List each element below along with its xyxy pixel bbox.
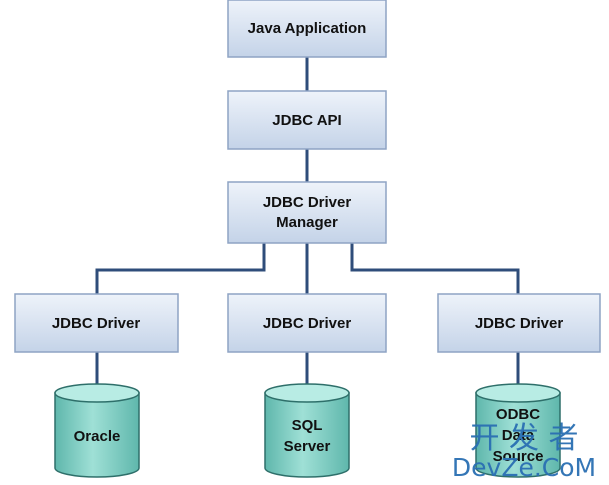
db-sql-server: SQL Server — [264, 383, 350, 478]
box-java-application: Java Application — [227, 0, 387, 58]
watermark-en: DevZe.CoM — [452, 453, 596, 482]
db-odbc-label-line1: ODBC — [496, 406, 540, 423]
db-odbc-label-line3: Source — [493, 448, 544, 465]
box-jdbc-api: JDBC API — [227, 90, 387, 150]
box-driver-right-label: JDBC Driver — [475, 315, 564, 332]
connectors — [95, 57, 520, 392]
watermark-cn: 开 发 者 — [469, 421, 578, 456]
box-jdbc-driver-middle: JDBC Driver — [227, 293, 387, 353]
connector-manager-left-driver — [95, 243, 266, 294]
watermark: 开 发 者 DevZe.CoM — [452, 421, 596, 482]
connector-manager-right-driver — [350, 243, 520, 294]
db-odbc-data-source: ODBC Data Source — [475, 383, 561, 478]
db-odbc-label-line2: Data — [502, 427, 535, 444]
box-jdbc-driver-right: JDBC Driver — [437, 293, 601, 353]
db-sql-server-label-line1: SQL — [292, 417, 323, 434]
box-driver-manager-label-line2: Manager — [276, 214, 338, 231]
box-driver-left-label: JDBC Driver — [52, 315, 141, 332]
box-jdbc-api-label: JDBC API — [272, 112, 341, 129]
box-jdbc-driver-left: JDBC Driver — [14, 293, 179, 353]
db-oracle: Oracle — [54, 383, 140, 478]
box-driver-middle-label: JDBC Driver — [263, 315, 352, 332]
box-jdbc-driver-manager: JDBC Driver Manager — [227, 181, 387, 244]
db-sql-server-label-line2: Server — [284, 438, 331, 455]
box-java-application-label: Java Application — [248, 20, 367, 37]
db-oracle-label: Oracle — [74, 428, 121, 445]
box-driver-manager-label-line1: JDBC Driver — [263, 194, 352, 211]
